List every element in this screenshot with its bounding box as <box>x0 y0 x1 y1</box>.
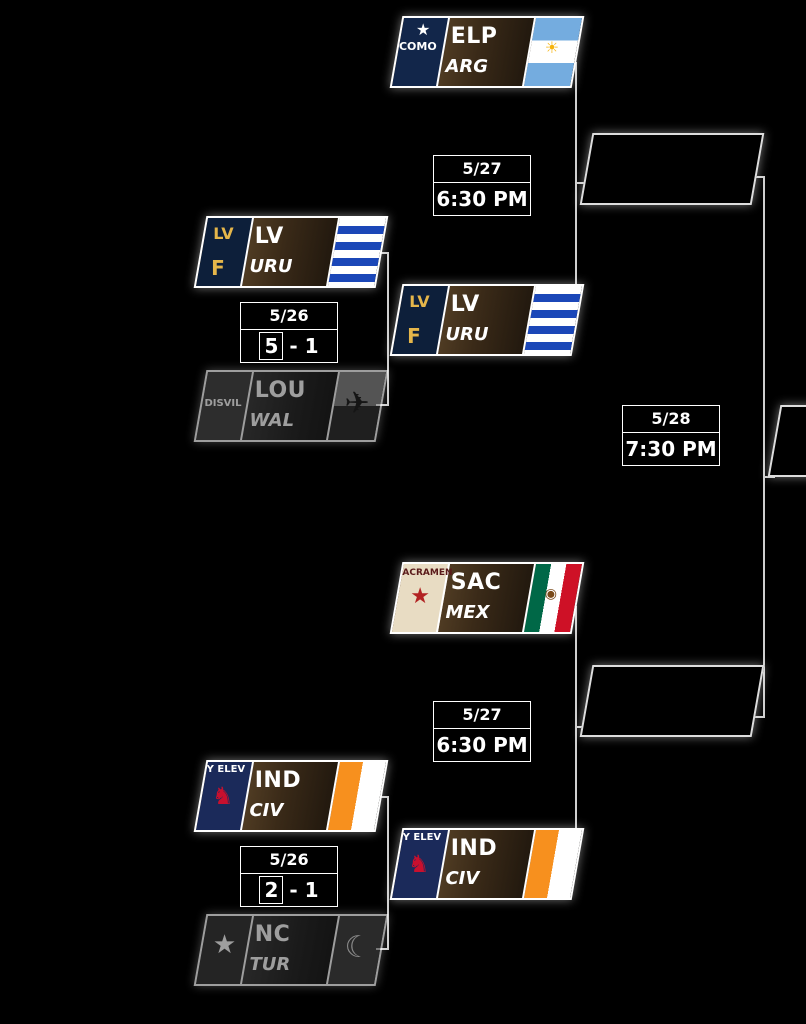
team-code: IND <box>254 768 302 793</box>
sacramento-logo: ACRAMEN ★ <box>392 564 453 632</box>
uruguay-flag <box>326 218 386 286</box>
bracket-line <box>763 476 775 478</box>
team-country: MEX <box>445 602 490 623</box>
match-date-sf1: 5/27 6:30 PM <box>433 155 531 216</box>
bracket-line <box>387 252 389 406</box>
team-country: ARG <box>445 56 489 77</box>
wales-flag: ✈ <box>326 372 386 440</box>
team-card-lv-sf[interactable]: LV F LV URU <box>389 284 585 356</box>
match-date-qf2: 5/26 2 - 1 <box>240 846 338 907</box>
team-card-lv-qf[interactable]: LV F LV URU <box>193 216 389 288</box>
las-vegas-logo: LV F <box>392 286 450 354</box>
team-card-elp[interactable]: COMO ★ ☀ ELP ARG <box>389 16 585 88</box>
indy-eleven-logo: Y ELEV ♞ <box>196 762 254 830</box>
team-card-sac[interactable]: ACRAMEN ★ ◉ SAC MEX <box>389 562 585 634</box>
bracket-line <box>376 252 388 254</box>
bracket-line <box>575 606 577 868</box>
bracket-line <box>387 796 389 950</box>
team-code: LV <box>254 224 284 249</box>
argentina-flag: ☀ <box>522 18 582 86</box>
team-country: URU <box>445 324 489 345</box>
team-card-ind-sf[interactable]: Y ELEV ♞ IND CIV <box>389 828 585 900</box>
ivory-coast-flag <box>326 762 386 830</box>
uruguay-flag <box>522 286 582 354</box>
team-country: WAL <box>249 410 295 431</box>
bracket-line <box>575 182 589 184</box>
turkey-flag: ☾ <box>326 916 386 984</box>
team-card-ind-qf[interactable]: Y ELEV ♞ IND CIV <box>193 760 389 832</box>
team-country: CIV <box>249 800 284 821</box>
louisville-logo: DISVIL <box>196 372 254 440</box>
north-carolina-logo: ★ <box>196 916 254 984</box>
mexico-flag: ◉ <box>522 564 582 632</box>
team-card-lou[interactable]: DISVIL ✈ LOU WAL <box>193 370 389 442</box>
team-code: NC <box>254 922 291 947</box>
team-code: SAC <box>450 570 502 595</box>
bracket-line <box>752 176 765 178</box>
team-card-nc[interactable]: ★ ☾ NC TUR <box>193 914 389 986</box>
el-paso-logo: COMO ★ <box>392 18 450 86</box>
bracket-line <box>763 176 765 718</box>
ivory-coast-flag <box>522 830 582 898</box>
match-score: 2 - 1 <box>241 874 337 906</box>
las-vegas-logo: LV F <box>196 218 254 286</box>
team-country: CIV <box>445 868 480 889</box>
team-code: IND <box>450 836 498 861</box>
match-score: 5 - 1 <box>241 330 337 362</box>
final-winner-slot <box>767 405 806 477</box>
team-code: LV <box>450 292 480 317</box>
bracket-line <box>752 716 765 718</box>
match-date-qf1: 5/26 5 - 1 <box>240 302 338 363</box>
bracket-line <box>376 796 388 798</box>
team-country: TUR <box>249 954 291 975</box>
team-country: URU <box>249 256 293 277</box>
team-code: ELP <box>450 24 498 49</box>
sf2-winner-slot <box>579 665 765 737</box>
bracket-line <box>575 62 577 324</box>
team-code: LOU <box>254 378 307 403</box>
match-date-final: 5/28 7:30 PM <box>622 405 720 466</box>
indy-eleven-logo: Y ELEV ♞ <box>392 830 450 898</box>
match-date-sf2: 5/27 6:30 PM <box>433 701 531 762</box>
sf1-winner-slot <box>579 133 765 205</box>
